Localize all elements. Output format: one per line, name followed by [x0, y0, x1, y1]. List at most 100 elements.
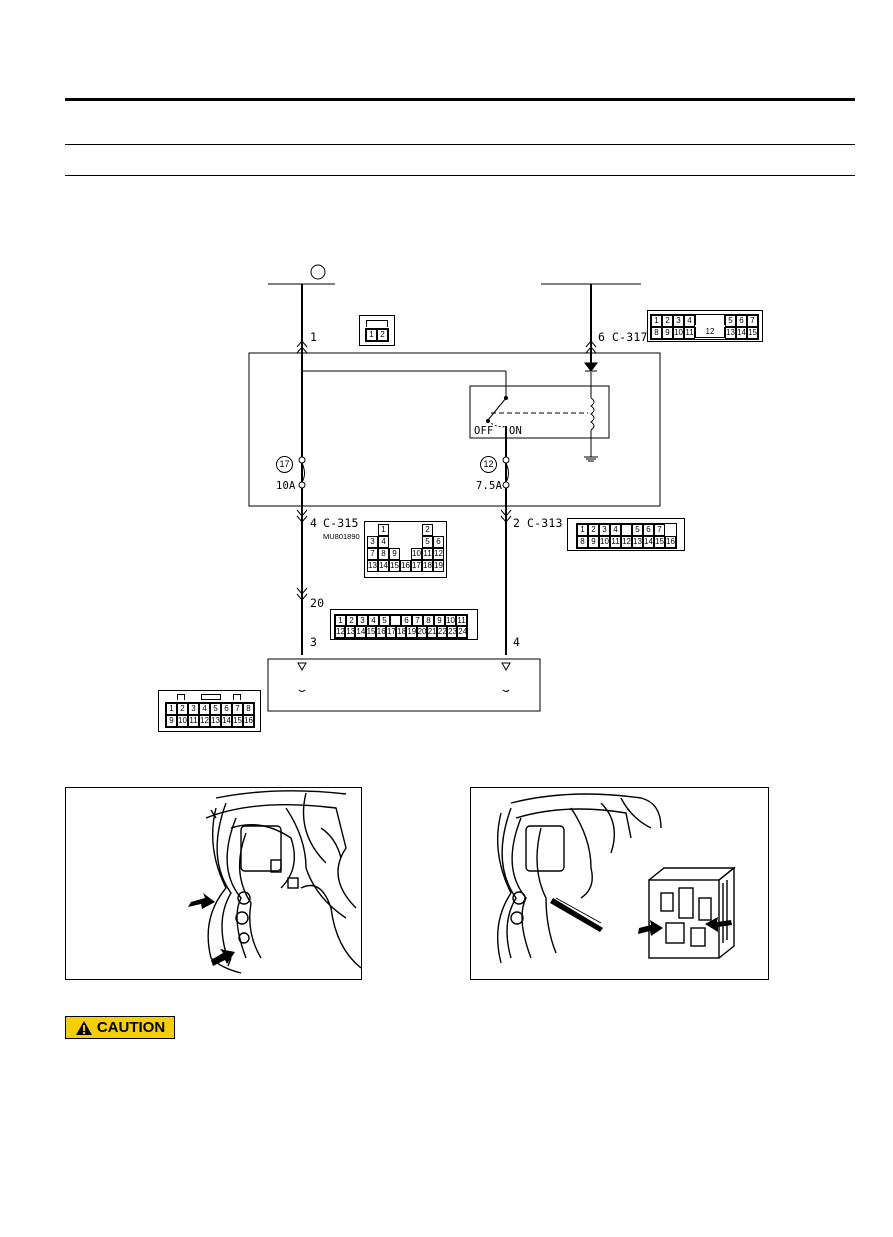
- pin-cell: 7: [747, 315, 758, 327]
- pin-cell: 10: [673, 327, 684, 339]
- pin-cell: 24: [457, 626, 468, 638]
- pin-cell: 18: [422, 560, 433, 572]
- part-number-label: MU801890: [323, 532, 360, 541]
- warning-triangle-icon: [75, 1020, 92, 1035]
- pin-cell: 13: [210, 715, 221, 727]
- header-rule-mid: [65, 144, 855, 145]
- pin-cell: 6: [221, 703, 232, 715]
- pin-cell: 19: [406, 626, 417, 638]
- pin-cell: 3: [673, 315, 684, 327]
- pin-cell: 18: [396, 626, 407, 638]
- pin-cell: 6: [643, 524, 654, 536]
- pin-4b-label: 4: [513, 635, 521, 649]
- pin-cell: 12: [621, 536, 632, 548]
- connector-c315-face: 1 2 3 4 5 6 7 8 9 10 11 12 13 14 15 16 1…: [364, 521, 447, 578]
- pin-cell: 15: [389, 560, 400, 572]
- pin-cell: 16: [243, 715, 254, 727]
- pin-cell: 1: [166, 703, 177, 715]
- pin-cell: 3: [599, 524, 610, 536]
- pin-cell: 12: [695, 327, 725, 338]
- pin-cell: 1: [366, 329, 377, 341]
- caution-label: CAUTION: [96, 1019, 166, 1036]
- pin-cell: 9: [389, 548, 400, 560]
- pin-cell: 12: [433, 548, 444, 560]
- pin-cell: 5: [422, 536, 433, 548]
- pin-cell: 4: [378, 536, 389, 548]
- pin-cell: 8: [378, 548, 389, 560]
- pin-cell: 5: [725, 315, 736, 327]
- pin-cell-blank: [621, 524, 632, 536]
- pin-cell: 16: [400, 560, 411, 572]
- pin-cell: 7: [654, 524, 665, 536]
- pin-cell: 15: [232, 715, 243, 727]
- connector-c317-face: 1 2 3 4 5 6 7 8 9 10 11 12 13 14 15: [647, 310, 763, 342]
- pin-cell: 2: [662, 315, 673, 327]
- pin-cell-blank: [695, 315, 725, 325]
- connector-c313-face: 1 2 3 4 5 6 7 8 9 10 11 12 13 14 15 16: [567, 518, 685, 551]
- connector-c313-label: C-313: [527, 516, 563, 530]
- connector-c315-label: C-315: [323, 516, 359, 530]
- caution-badge: CAUTION: [65, 1016, 175, 1039]
- pin-cell: 22: [436, 626, 448, 638]
- header-rule-bottom: [65, 175, 855, 176]
- pin-cell: 11: [684, 327, 695, 339]
- pin-cell: 1: [577, 524, 588, 536]
- pin-cell: 6: [736, 315, 747, 327]
- pin-20-label: 20: [310, 596, 325, 610]
- harness-illustration-left: [65, 787, 362, 980]
- harness-illustration-right: [470, 787, 769, 980]
- pin-cell: 5: [632, 524, 643, 536]
- pin-cell: 12: [335, 626, 346, 638]
- pin-1-label: 1: [310, 330, 318, 344]
- pin-cell: 10: [177, 715, 188, 727]
- wiring-diagram: [248, 264, 661, 712]
- pin-cell: 11: [610, 536, 621, 548]
- pin-3-label: 3: [310, 635, 318, 649]
- pin-cell: 8: [243, 703, 254, 715]
- header-rule-thick: [65, 98, 855, 101]
- pin-cell: 8: [577, 536, 588, 548]
- pin-cell: 2: [588, 524, 599, 536]
- pin-cell: 7: [232, 703, 243, 715]
- pin-cell: 23: [447, 626, 458, 638]
- pin-cell: 7: [367, 548, 378, 560]
- pin-cell: 15: [747, 327, 758, 339]
- connector-2pin: 1 2: [359, 315, 395, 346]
- pin-cell: 16: [375, 626, 386, 638]
- pin-cell: 14: [736, 327, 747, 339]
- pin-cell: 14: [221, 715, 232, 727]
- pin-cell: 10: [411, 548, 422, 560]
- pin-cell: 11: [422, 548, 433, 560]
- pin-cell: 13: [367, 560, 378, 572]
- pin-6-label: 6: [598, 330, 606, 344]
- pin-cell: 11: [188, 715, 199, 727]
- fuse-17-number: 17: [276, 456, 293, 473]
- relay-off-label: OFF: [474, 425, 494, 437]
- pin-cell: 15: [365, 626, 376, 638]
- pin-cell: 20: [416, 626, 427, 638]
- pin-2-label: 2: [513, 516, 521, 530]
- pin-cell: 1: [651, 315, 662, 327]
- pin-cell: 2: [377, 329, 388, 341]
- pin-cell: 17: [385, 626, 397, 638]
- pin-cell: 2: [422, 524, 433, 536]
- pin-cell: 14: [378, 560, 389, 572]
- fuse-12-rating: 7.5A: [476, 480, 503, 492]
- pin-cell: 13: [632, 536, 643, 548]
- pin-cell: 6: [433, 536, 444, 548]
- pin-cell: 13: [725, 327, 736, 339]
- pin-cell: 1: [378, 524, 389, 536]
- pin-cell: 16: [665, 536, 676, 548]
- connector-24pin-face: 1 2 3 4 5 6 7 8 9 10 11 12 13 14 15 16 1…: [330, 609, 478, 640]
- pin-cell: 10: [599, 536, 610, 548]
- pin-cell: 4: [610, 524, 621, 536]
- pin-cell: 3: [367, 536, 378, 548]
- pin-cell: 19: [433, 560, 444, 572]
- pin-cell: 9: [166, 715, 177, 727]
- pin-cell: 14: [355, 626, 366, 638]
- fuse-12-number: 12: [480, 456, 497, 473]
- relay-on-label: ON: [509, 425, 523, 437]
- fuse-17-rating: 10A: [276, 480, 296, 492]
- pin-cell: 4: [199, 703, 210, 715]
- pin-cell: 4: [684, 315, 695, 327]
